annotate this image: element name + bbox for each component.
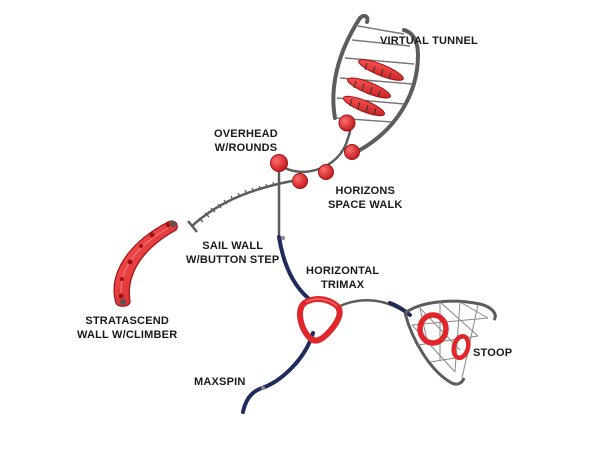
stoop-ring-large bbox=[417, 312, 449, 346]
tunnel-right-rail bbox=[358, 28, 421, 152]
stratascend-red-wall bbox=[113, 220, 178, 307]
tunnel-left-rail bbox=[331, 13, 370, 120]
hub-cable-clamp-3 bbox=[261, 386, 265, 390]
tunnel-red-rungs bbox=[342, 59, 404, 117]
stratascend-wall-structure bbox=[113, 220, 178, 307]
hub-cable-to-overhead bbox=[277, 235, 310, 300]
label-horizons-space-walk: HORIZONS SPACE WALK bbox=[328, 185, 403, 211]
horizontal-trimax-structure bbox=[297, 296, 343, 344]
stratascend-bottom-bolt bbox=[120, 299, 126, 305]
label-maxspin: MAXSPIN bbox=[194, 376, 246, 388]
hub-cable-to-maxspin bbox=[241, 331, 315, 414]
sail-wall-structure bbox=[187, 179, 293, 233]
label-virtual-tunnel: VIRTUAL TUNNEL bbox=[380, 35, 478, 47]
sail-wall-end-cap bbox=[187, 220, 198, 233]
stoop-upper-rail bbox=[404, 299, 497, 321]
space-walk-disc-4 bbox=[292, 173, 308, 189]
tunnel-rung-3 bbox=[342, 95, 386, 117]
stratascend-top-bolt bbox=[170, 221, 176, 227]
stoop-ring-small bbox=[451, 333, 471, 361]
label-horizontal-trimax: HORIZONTAL TRIMAX bbox=[306, 265, 380, 291]
hub-cables bbox=[241, 235, 412, 414]
stoop-lower-rail bbox=[403, 312, 466, 386]
horizons-space-walk-structure bbox=[279, 114, 360, 189]
label-overhead-rounds: OVERHEAD W/ROUNDS bbox=[214, 128, 278, 154]
overhead-rounds-structure bbox=[270, 154, 288, 237]
space-walk-disc-1 bbox=[338, 114, 356, 132]
virtual-tunnel-structure bbox=[331, 13, 421, 152]
tunnel-rung-ticks bbox=[349, 62, 392, 116]
space-walk-cable bbox=[279, 120, 352, 174]
stratascend-climber-holds bbox=[118, 222, 171, 299]
hub-cable-clamp-1 bbox=[281, 236, 285, 240]
space-walk-disc-2 bbox=[344, 144, 360, 160]
stoop-structure bbox=[403, 299, 497, 386]
label-stoop: STOOP bbox=[473, 347, 513, 359]
space-walk-disc-3 bbox=[318, 164, 334, 180]
tunnel-rung-1 bbox=[358, 59, 404, 81]
sail-wall-cable bbox=[191, 179, 293, 227]
trimax-red-ring bbox=[297, 296, 343, 344]
overhead-round-grip bbox=[270, 154, 288, 172]
label-stratascend: STRATASCEND WALL W/CLIMBER bbox=[77, 315, 178, 341]
hub-cable-stoop-segment bbox=[388, 301, 412, 317]
sail-wall-ribs bbox=[198, 181, 275, 223]
label-sail-wall: SAIL WALL W/BUTTON STEP bbox=[186, 240, 280, 266]
